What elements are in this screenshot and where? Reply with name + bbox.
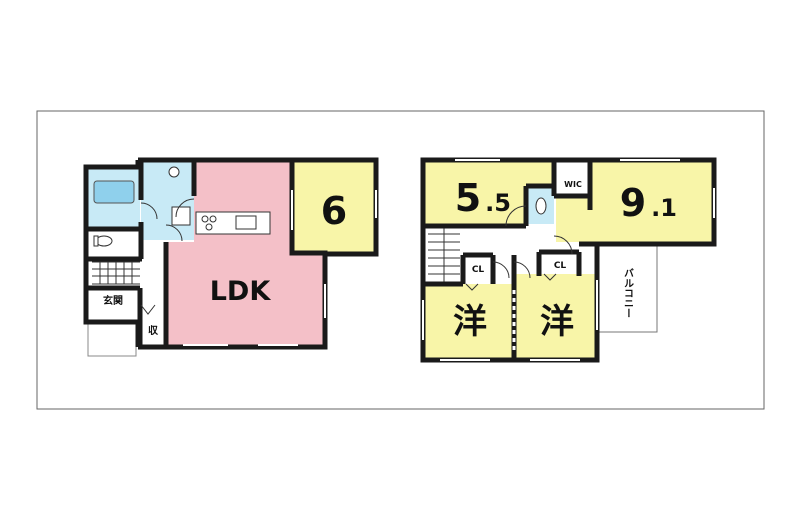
stairs-2f: [428, 228, 460, 282]
toilet-2f-bowl: [535, 197, 547, 215]
room-east-bottom: [515, 274, 597, 358]
porch: [87, 321, 137, 357]
stove-burner: [205, 223, 213, 231]
labels: LDK 6 玄関 収 5 .5 9 .1 WIC CL CL 洋 洋 バルコニー: [103, 176, 677, 342]
label-room-west-bottom: 洋: [453, 302, 487, 342]
room-9-1-ext: [556, 197, 590, 242]
room-west-bottom: [425, 284, 513, 358]
walls-1f: [83, 157, 379, 350]
room-9-1: [588, 162, 712, 242]
label-storage: 収: [148, 325, 159, 337]
wic-room: [556, 162, 588, 196]
label-closet-right: CL: [554, 261, 567, 271]
washbasin: [168, 166, 180, 178]
closet-left-box: [463, 257, 491, 280]
label-ldk: LDK: [210, 276, 272, 307]
toilet-tank: [93, 235, 99, 247]
first-floor: [83, 157, 379, 357]
kitchen-sink: [235, 215, 257, 230]
balcony-area: [596, 243, 658, 333]
label-wic: WIC: [564, 180, 582, 189]
label-room-9-major: 9: [620, 181, 646, 225]
stove-burner: [201, 215, 209, 223]
stairs-1f: [92, 261, 140, 285]
label-entrance: 玄関: [103, 294, 123, 307]
doors-1f: [140, 198, 195, 315]
bathtub: [93, 180, 135, 204]
kitchen-counter: [195, 211, 271, 235]
washing-machine: [171, 206, 191, 226]
second-floor: [420, 157, 717, 363]
label-closet-left: CL: [472, 265, 485, 275]
stove-burner: [209, 215, 217, 223]
label-room-5-major: 5: [455, 176, 481, 220]
doors-2f: [465, 205, 573, 291]
label-balcony: バルコニー: [622, 268, 634, 318]
label-room-east-bottom: 洋: [540, 302, 574, 342]
closet-right-box: [541, 254, 577, 274]
label-room-9-minor: .1: [651, 194, 677, 222]
label-room-5-minor: .5: [485, 189, 511, 217]
ldk-area: [166, 162, 323, 345]
windows-1f: [183, 190, 377, 346]
label-japanese-room: 6: [321, 189, 347, 233]
japanese-room: [294, 162, 374, 252]
walls-2f: [420, 157, 717, 363]
windows-2f: [422, 159, 715, 361]
